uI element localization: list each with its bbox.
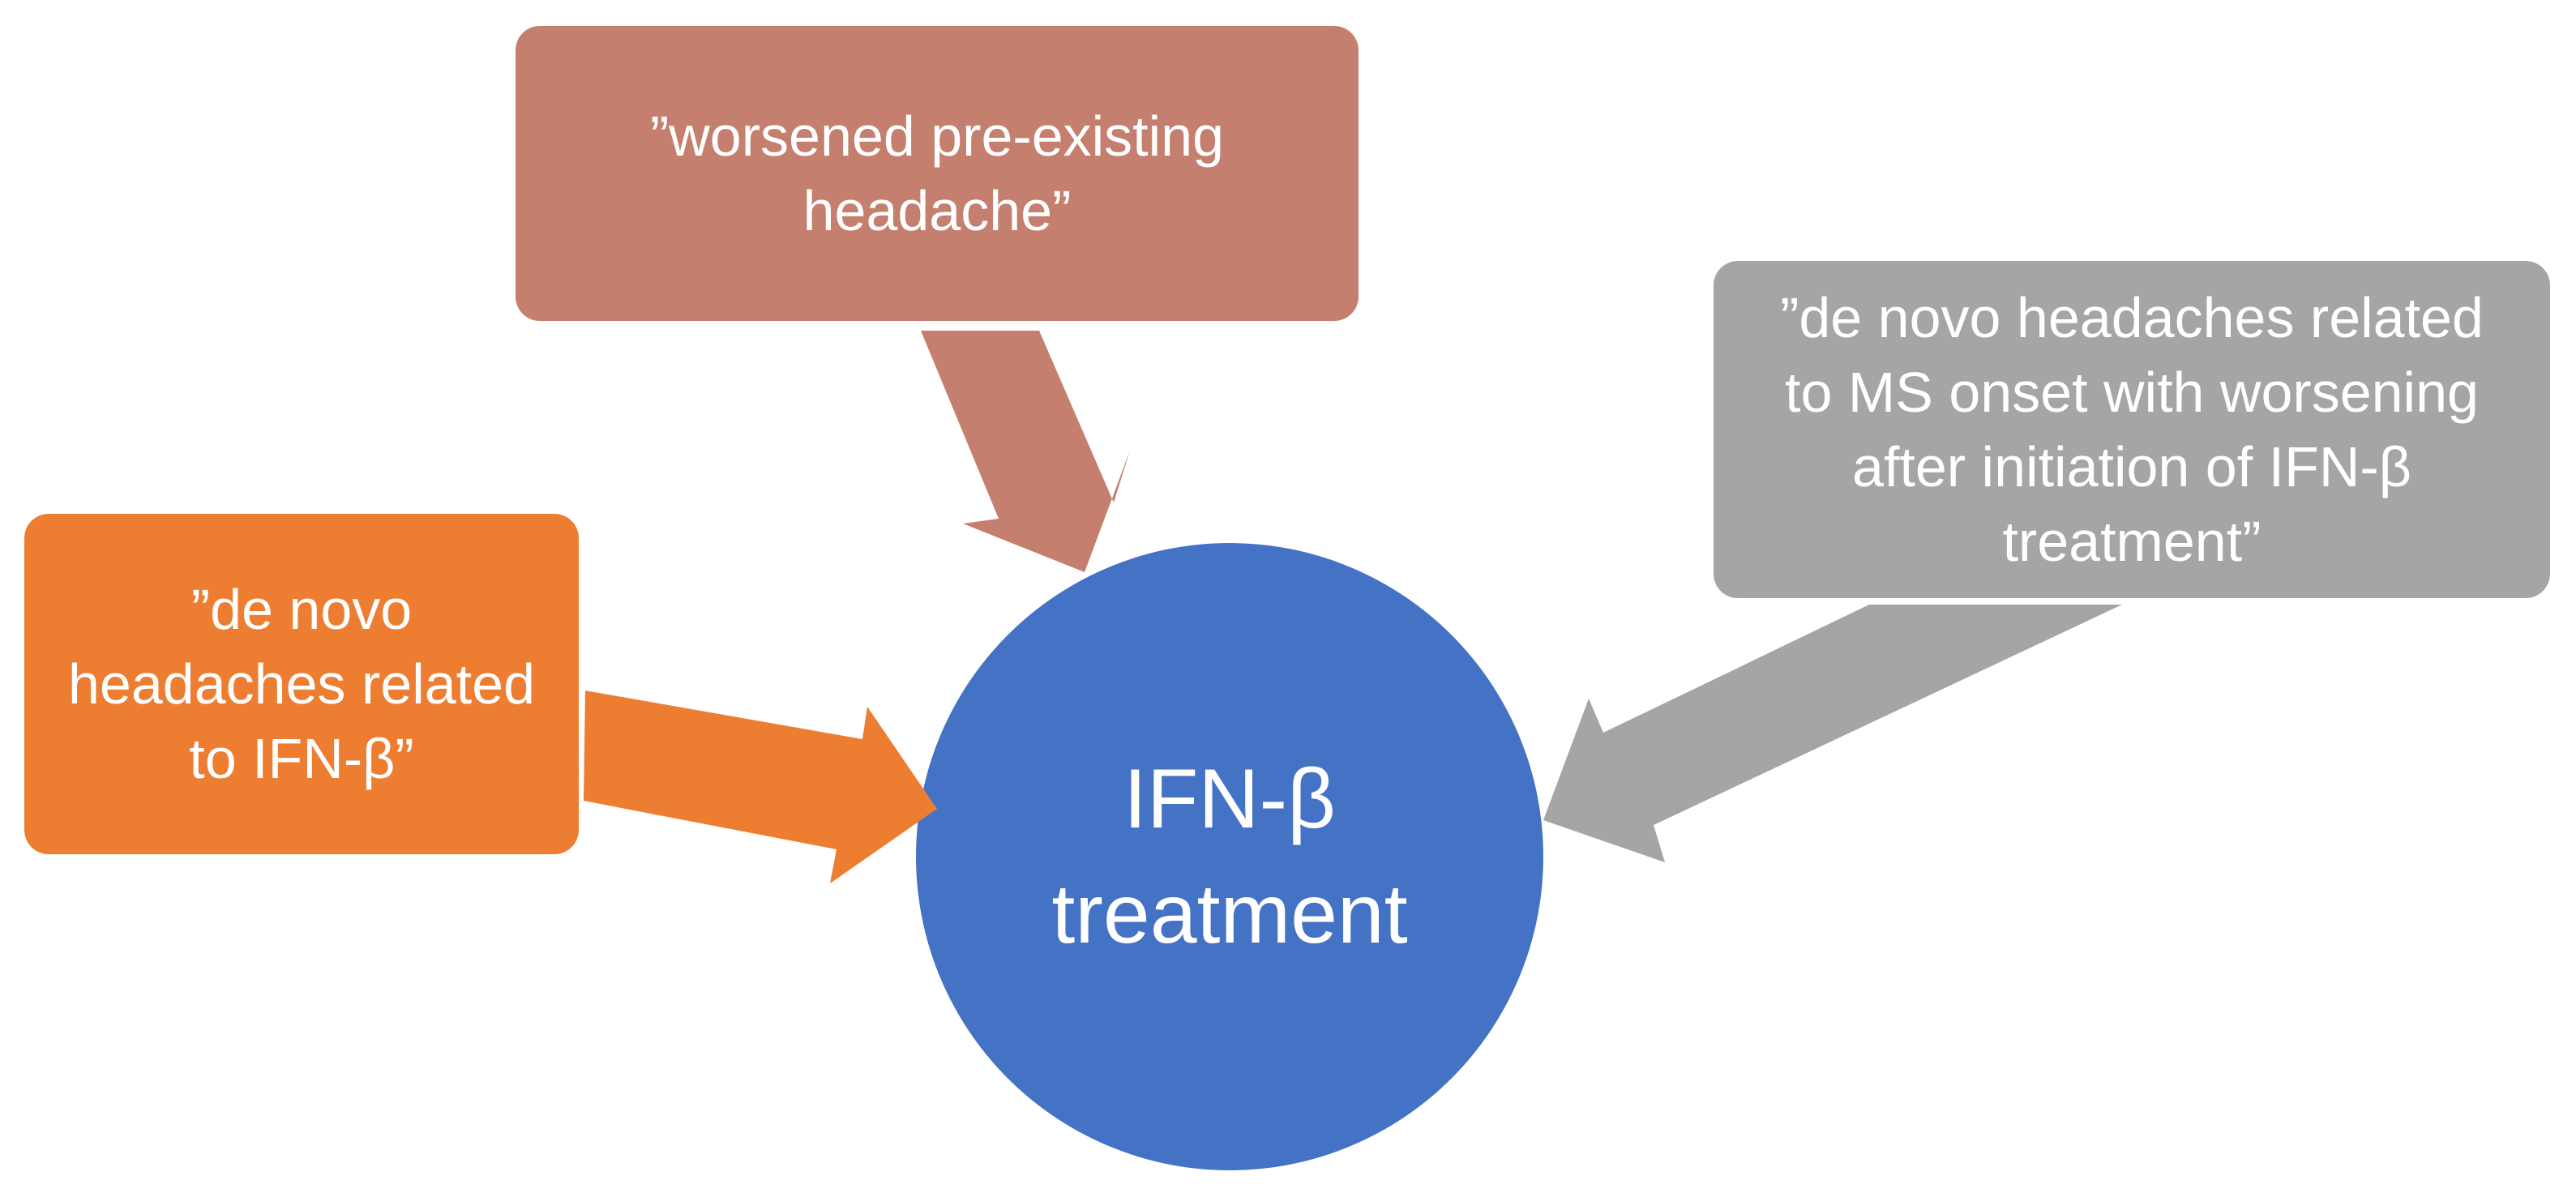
arrow-top-to-center xyxy=(921,331,1130,572)
node-de-novo-headaches-ms-onset: ”de novo headaches related to MS onset w… xyxy=(1714,261,2550,598)
center-node-label: IFN-β treatment xyxy=(1051,752,1408,961)
node-top-label: ”worsened pre-existing headache” xyxy=(649,105,1225,242)
node-de-novo-headaches-ifn: ”de novo headaches related to IFN-β” xyxy=(24,514,579,854)
center-node-ifn-beta-treatment: IFN-β treatment xyxy=(916,543,1543,1170)
node-left-label: ”de novo headaches related to IFN-β” xyxy=(68,578,535,790)
arrow-right-to-center xyxy=(1543,605,2122,862)
arrow-left-to-center xyxy=(584,691,937,883)
node-right-label: ”de novo headaches related to MS onset w… xyxy=(1780,286,2484,573)
node-worsened-pre-existing-headache: ”worsened pre-existing headache” xyxy=(516,26,1359,321)
